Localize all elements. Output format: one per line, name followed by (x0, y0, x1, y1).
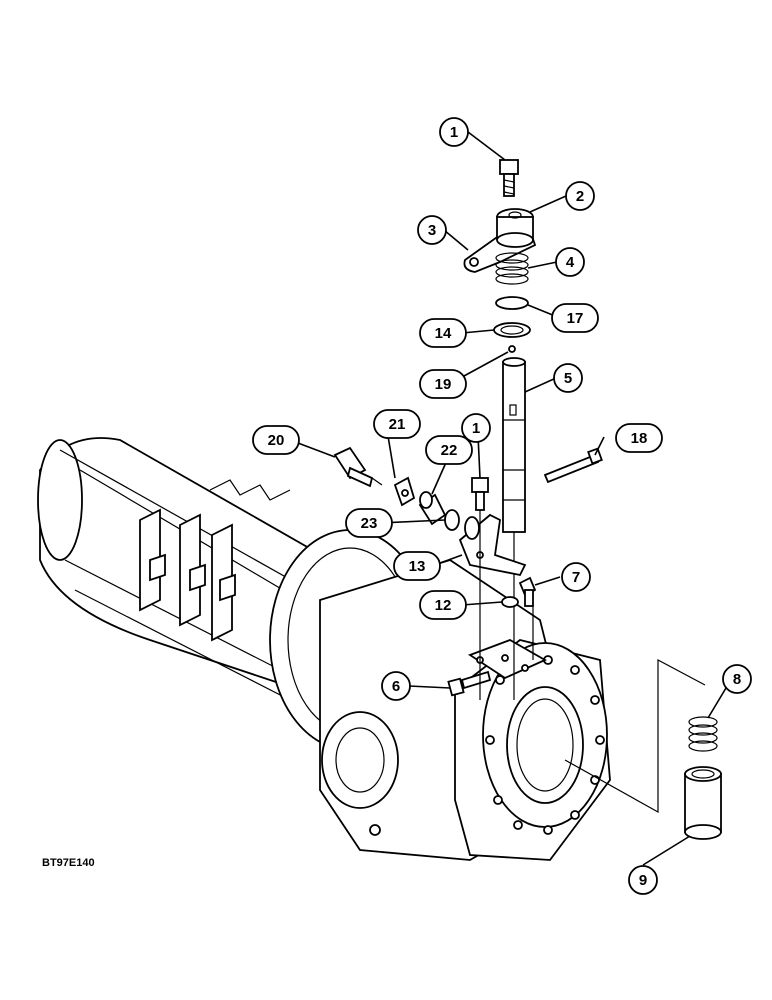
svg-text:4: 4 (566, 254, 575, 271)
axle-housing (37, 437, 611, 861)
part-14-bushing (493, 322, 531, 338)
callout-bubble-20: 20 (252, 425, 300, 455)
svg-text:12: 12 (435, 597, 452, 614)
part-21-clip (393, 476, 416, 507)
callout-bubble-9: 9 (628, 865, 658, 895)
callout-bubble-13: 13 (393, 551, 441, 581)
svg-text:3: 3 (428, 222, 436, 239)
axle-cooling-fins (139, 479, 291, 642)
svg-text:20: 20 (268, 432, 285, 449)
part-6-bolt (447, 670, 492, 697)
svg-text:22: 22 (441, 442, 458, 459)
part-22-fitting (418, 491, 447, 526)
svg-text:18: 18 (631, 430, 648, 447)
part-7-nipple (518, 576, 537, 607)
hub-bolt-holes (485, 655, 605, 835)
part-1-bolt-top (499, 159, 519, 197)
callout-bubble-14: 14 (419, 318, 467, 348)
part-12-oring (501, 596, 519, 608)
callout-bubble-22: 22 (425, 435, 473, 465)
callout-bubble-7: 7 (561, 562, 591, 592)
part-23-washer (444, 509, 460, 531)
callout-bubble-8: 8 (722, 664, 752, 694)
part-2-3-lever-arm (463, 208, 537, 273)
callout-bubble-12: 12 (419, 590, 467, 620)
callout-bubble-19: 19 (419, 369, 467, 399)
callout-bubble-2: 2 (565, 181, 595, 211)
callout-bubble-5: 5 (553, 363, 583, 393)
callout-bubble-21: 21 (373, 409, 421, 439)
part-4-spring (495, 252, 529, 285)
part-20-sensor (333, 446, 383, 488)
part-9-sleeve (684, 766, 722, 840)
svg-text:1: 1 (450, 124, 458, 141)
svg-text:23: 23 (361, 515, 378, 532)
svg-text:14: 14 (435, 325, 452, 342)
svg-text:17: 17 (567, 310, 584, 327)
part-5-shaft (502, 357, 526, 533)
callout-bubble-23: 23 (345, 508, 393, 538)
svg-text:2: 2 (576, 188, 584, 205)
callout-bubble-1b: 1 (461, 413, 491, 443)
callout-bubble-6: 6 (381, 671, 411, 701)
svg-text:5: 5 (564, 370, 572, 387)
svg-text:13: 13 (409, 558, 426, 575)
svg-text:8: 8 (733, 671, 741, 688)
svg-text:6: 6 (392, 678, 400, 695)
svg-text:9: 9 (639, 872, 647, 889)
figure-code: BT97E140 (42, 857, 95, 869)
callout-bubble-1a: 1 (439, 117, 469, 147)
svg-text:19: 19 (435, 376, 452, 393)
callout-bubble-4: 4 (555, 247, 585, 277)
svg-text:7: 7 (572, 569, 580, 586)
part-19-ball (508, 345, 516, 353)
callout-bubble-17: 17 (551, 303, 599, 333)
part-8-spring (688, 716, 718, 752)
callout-bubble-18: 18 (615, 423, 663, 453)
svg-text:21: 21 (389, 416, 406, 433)
part-1-bolt-lower (471, 477, 489, 511)
callout-bubble-3: 3 (417, 215, 447, 245)
part-18-screw (543, 447, 603, 484)
svg-text:1: 1 (472, 420, 480, 437)
part-17-ring (495, 296, 529, 310)
